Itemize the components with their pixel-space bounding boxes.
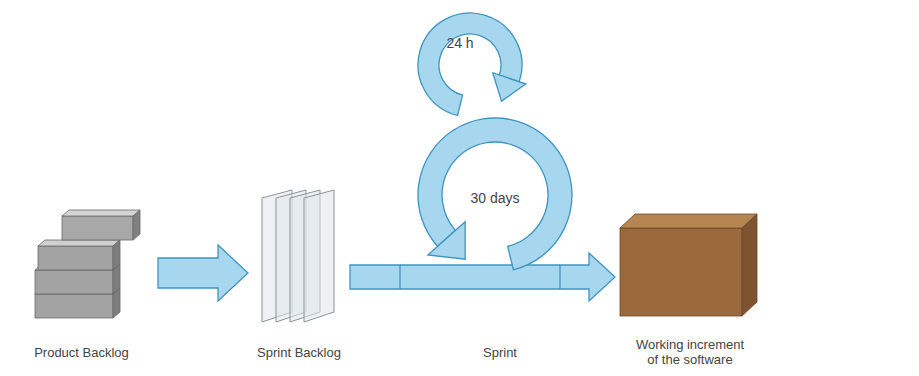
increment-box [620, 214, 757, 316]
backlog-block [113, 240, 120, 270]
node-label: Working increment of the software [631, 337, 749, 367]
node-label: 30 days [455, 191, 535, 206]
sprint-sheet [304, 190, 334, 322]
flow-arrow [158, 245, 248, 301]
sprint-bar [400, 265, 560, 289]
node-label: Sprint Backlog [248, 345, 350, 360]
loop-band [418, 13, 522, 115]
node-label: Product Backlog [5, 345, 158, 360]
backlog-node: Product Backlog [5, 195, 158, 370]
cycle-arrow [418, 118, 572, 270]
backlog-block [38, 246, 113, 270]
sprint-cycle: 30 daysSprint [400, 100, 560, 370]
bar-edge [400, 264, 560, 265]
box-side [742, 214, 757, 316]
box-top [620, 214, 757, 228]
node-outline [400, 100, 560, 370]
backlog-stack [35, 210, 140, 318]
backlog-block [35, 294, 113, 318]
backlog-node: Sprint Backlog [248, 180, 350, 370]
flow-arrow [560, 253, 615, 301]
loop-arrowhead [428, 222, 465, 260]
bar-edge [400, 288, 560, 289]
increment-node: Working increment of the software [615, 200, 775, 370]
daily-cycle: 24 h [410, 10, 535, 120]
cycle-arrow [418, 13, 526, 115]
backlog-block [38, 240, 120, 246]
bar-fill [400, 265, 560, 289]
backlog-block [35, 270, 113, 294]
loop-arrowhead [493, 73, 526, 101]
backlog-block [62, 216, 133, 240]
node-outline [410, 10, 535, 120]
backlog-block [62, 210, 140, 216]
flow-arrow [350, 265, 400, 289]
backlog-block [133, 210, 140, 240]
sprint-sheets [262, 190, 334, 322]
loop-band [418, 118, 572, 270]
node-label: 24 h [430, 36, 490, 51]
box-front [620, 228, 742, 316]
node-label: Sprint [460, 345, 540, 360]
